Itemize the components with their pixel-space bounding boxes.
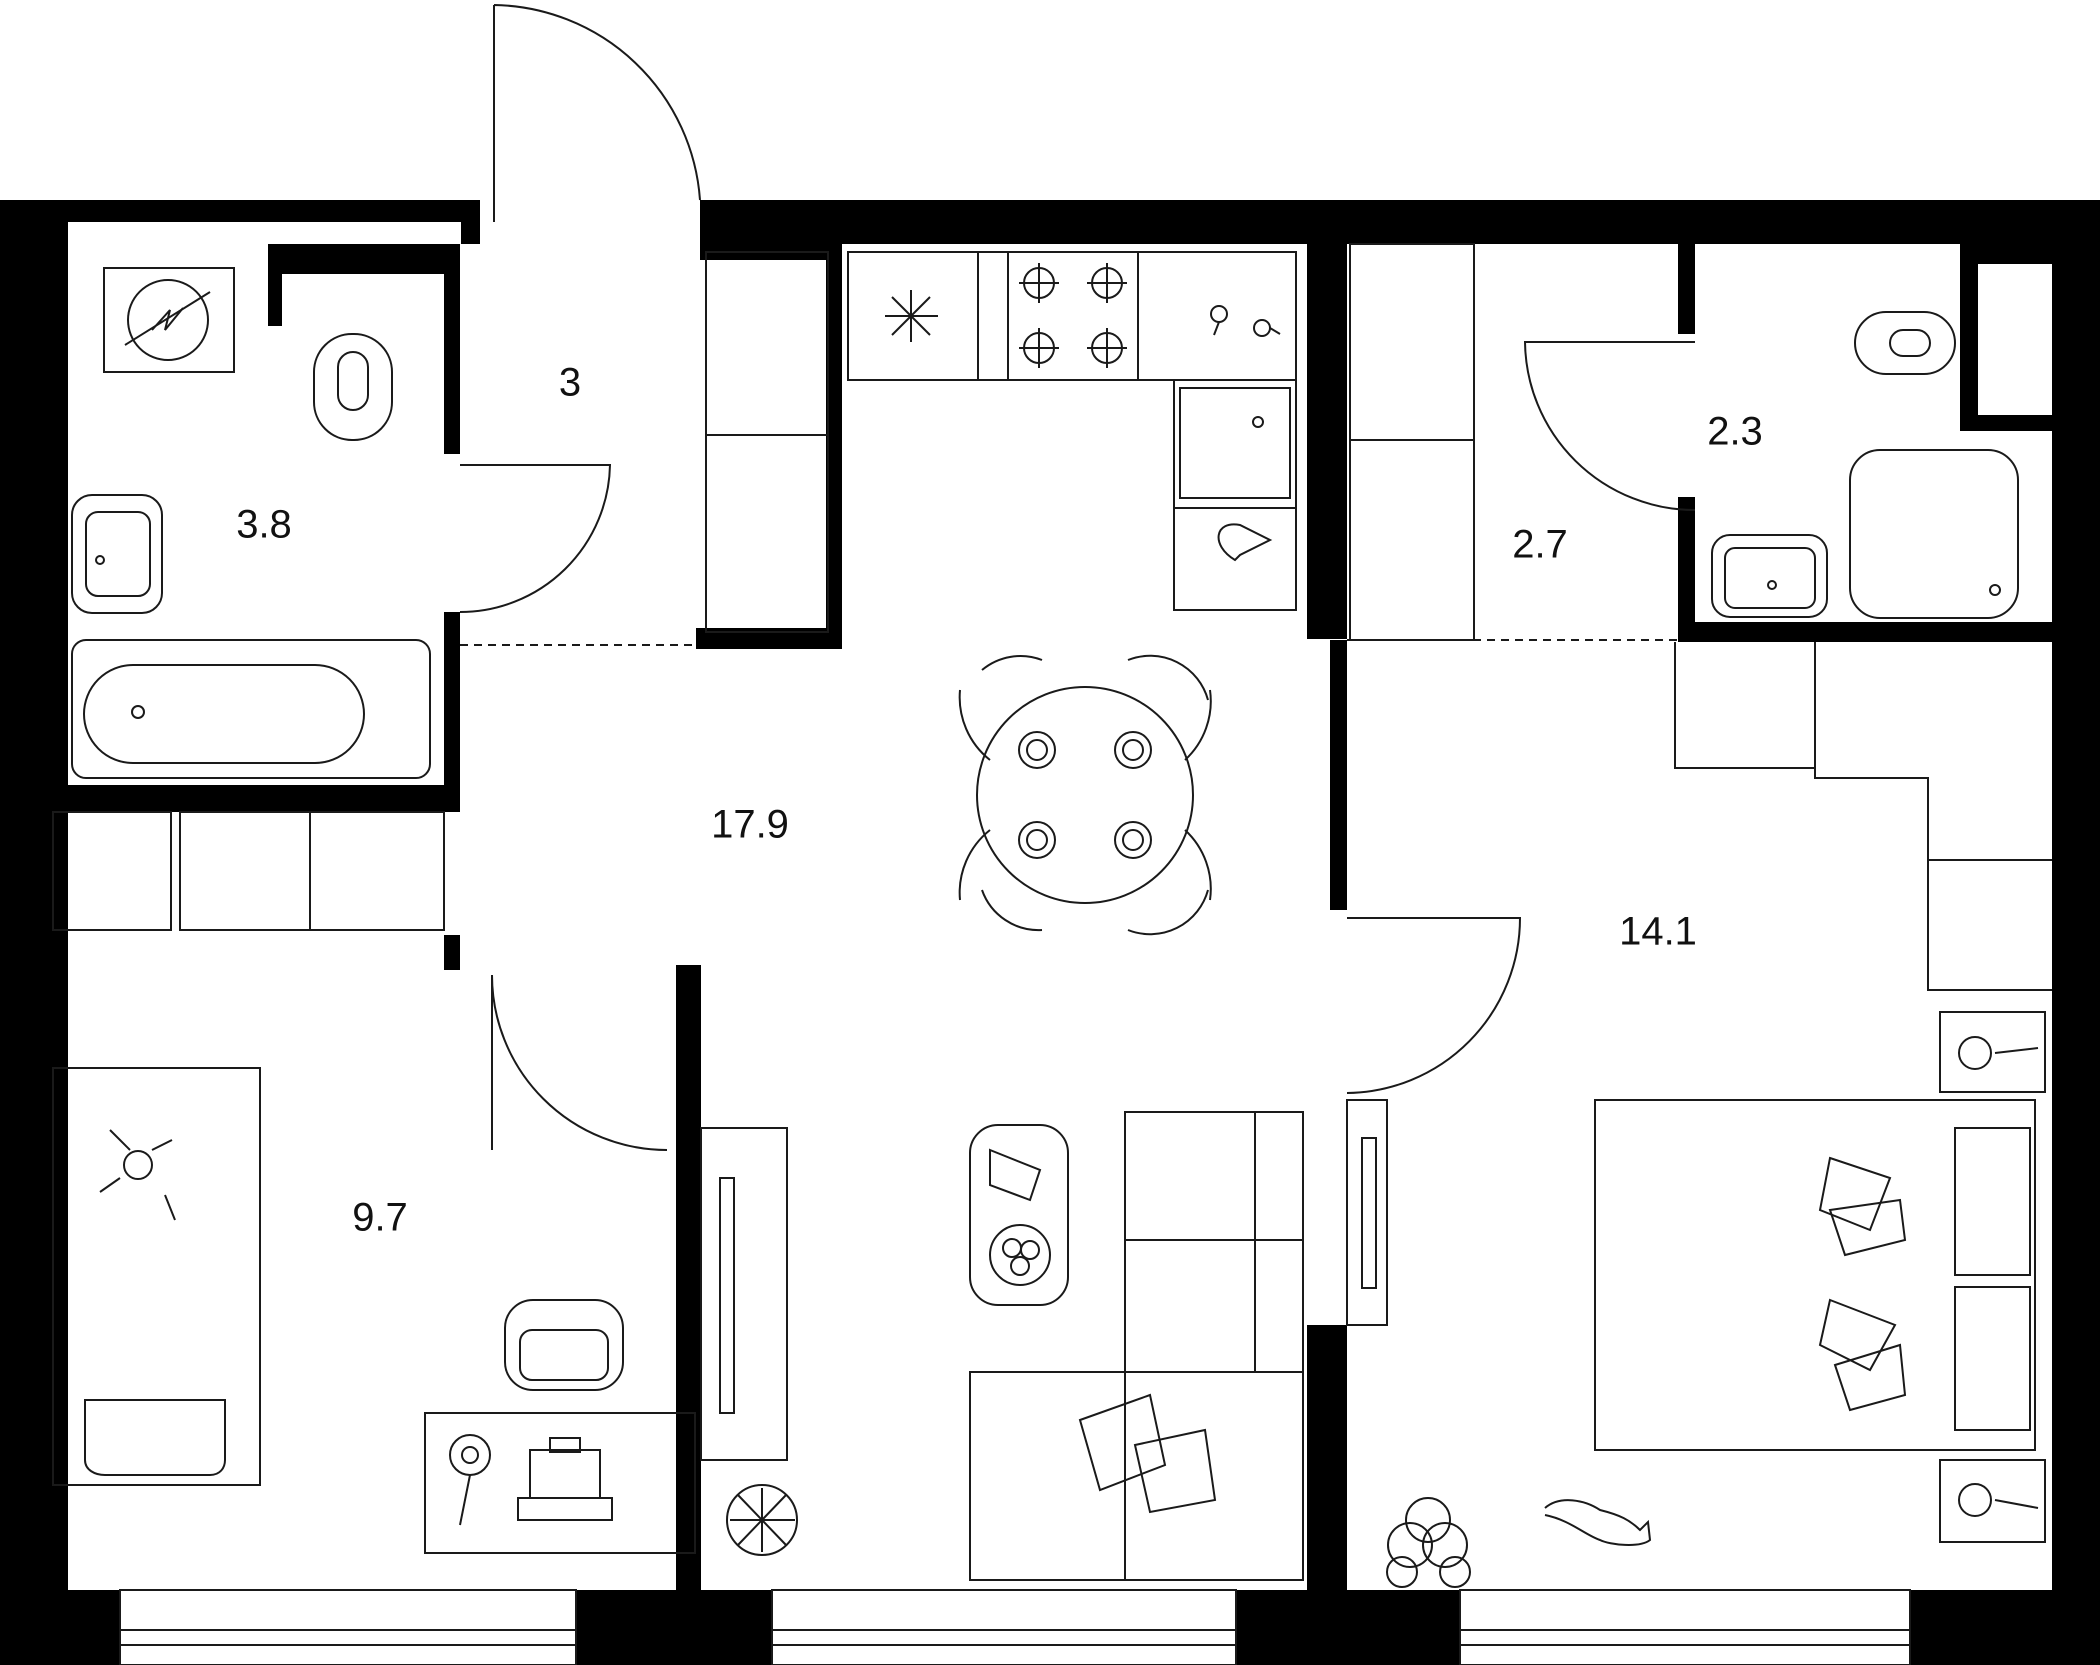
room-area-kids-room: 9.7 (352, 1195, 408, 1240)
sofa (969, 1111, 1304, 1581)
bed (1594, 1011, 2046, 1543)
plants (726, 1484, 1471, 1588)
room-area-kitchen-living: 17.9 (711, 802, 789, 847)
wardrobe-shelves (1349, 243, 1475, 641)
bathroom-fixtures (71, 267, 431, 779)
cat-icon (1544, 1499, 1652, 1546)
room-area-bedroom: 14.1 (1619, 909, 1697, 954)
doors (459, 4, 1696, 1151)
kids-room-furniture (52, 811, 696, 1554)
toilet-fixtures (1711, 311, 2019, 619)
room-area-bathroom: 3.8 (236, 502, 292, 547)
bedroom-wardrobe (1674, 642, 2052, 991)
room-area-toilet: 2.3 (1707, 409, 1763, 454)
walls (0, 200, 2100, 1665)
tv-units (700, 1099, 1388, 1461)
dining-table (958, 654, 1212, 936)
room-area-wardrobe: 2.7 (1512, 522, 1568, 567)
windows (119, 1589, 1911, 1665)
hall-wardrobe (705, 251, 829, 633)
kitchen-counters (847, 251, 1297, 611)
room-area-hall: 3 (558, 360, 582, 405)
